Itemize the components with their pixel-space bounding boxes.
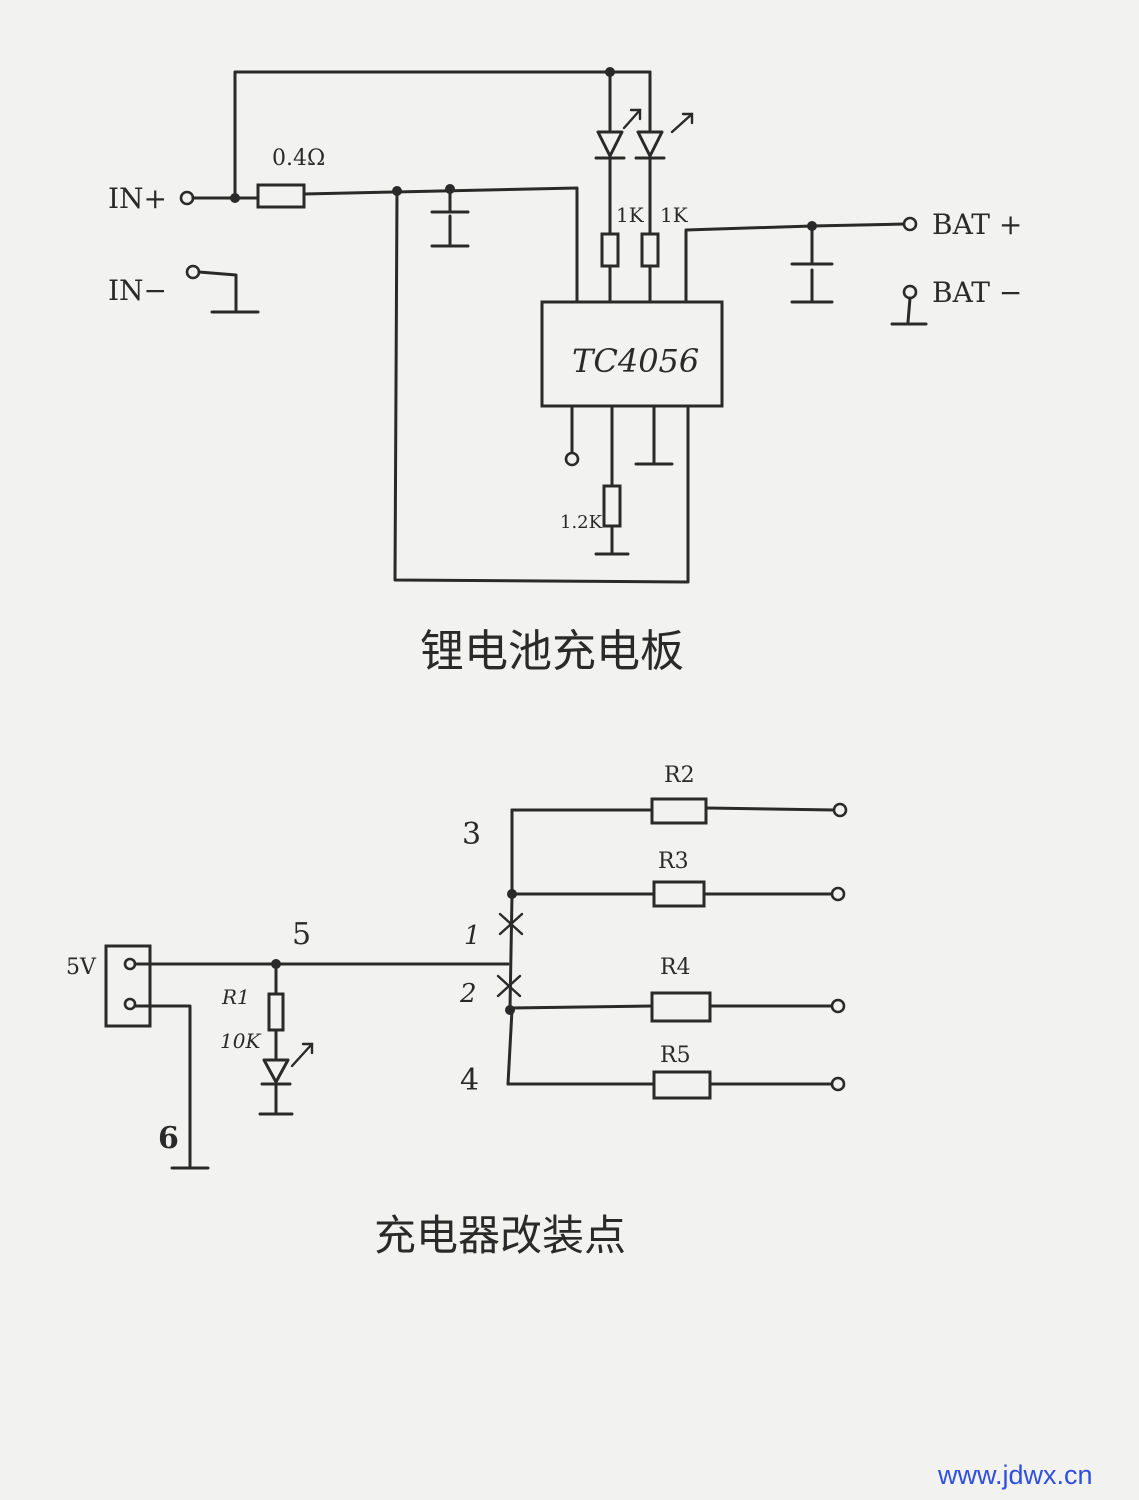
wire-switch-segment	[508, 894, 514, 1010]
resistor-prog	[602, 484, 622, 528]
wire-in-minus-ground	[197, 270, 238, 312]
terminal-bat-minus	[902, 284, 918, 300]
resistor-r2	[650, 797, 708, 825]
label-r-prog: 1.2K	[560, 512, 603, 533]
led1-arrow-head	[629, 108, 642, 121]
wire-top-rail	[233, 70, 652, 200]
title-charger-mod: 充电器改装点	[374, 1211, 626, 1260]
connector-5v	[104, 944, 152, 1028]
wire-bat-out	[684, 222, 907, 304]
terminal-r2	[832, 802, 848, 818]
wire-r2-out	[704, 806, 836, 812]
label-r-led2: 1K	[660, 203, 689, 227]
label-r4: R4	[660, 955, 691, 980]
label-bat-minus: BAT −	[932, 276, 1022, 309]
led1-arrow	[622, 108, 642, 130]
label-node6: 6	[158, 1121, 179, 1156]
label-node1: 1	[464, 921, 481, 951]
label-node5: 5	[292, 917, 311, 952]
led2-arrow	[670, 112, 694, 134]
label-node3: 3	[462, 817, 481, 852]
resistor-r5	[652, 1070, 712, 1100]
label-node4: 4	[460, 1063, 479, 1098]
label-chip: TC4056	[572, 342, 699, 380]
connector-pin-minus	[123, 997, 137, 1011]
wire-bat-minus	[906, 296, 912, 324]
label-in-minus: IN−	[108, 274, 167, 307]
led2-body	[636, 130, 664, 158]
label-5v: 5V	[66, 955, 97, 980]
junction-in-plus	[230, 193, 240, 203]
label-bat-plus: BAT +	[932, 208, 1022, 241]
resistor-led2	[640, 232, 660, 268]
led-indicator-arrow-head	[301, 1042, 314, 1055]
title-charger-board: 锂电池充电板	[420, 626, 684, 677]
resistor-r1	[267, 992, 285, 1032]
terminal-bat-plus	[902, 216, 918, 232]
label-r5: R5	[660, 1043, 691, 1068]
terminal-r3	[830, 886, 846, 902]
cut-mark-1b	[498, 912, 524, 936]
resistor-led1	[600, 232, 620, 268]
label-r2: R2	[664, 763, 695, 788]
resistor-r3	[652, 880, 706, 908]
led2-arrow-head	[681, 112, 694, 125]
terminal-in-plus	[179, 190, 195, 206]
led-indicator-arrow	[290, 1042, 314, 1068]
cut-mark-2b	[496, 974, 522, 998]
led-indicator-body	[262, 1058, 290, 1084]
label-node2: 2	[459, 979, 477, 1009]
charger-mod-schematic: 5V R1 10K R2 R3 R4 R5 1 2 3 4 5 6 充电器改装点	[66, 763, 848, 1260]
wire-r4-in	[508, 1004, 654, 1010]
wire-sense-to-chip	[302, 186, 579, 304]
watermark: www.jdwx.cn	[937, 1460, 1093, 1490]
label-in-plus: IN+	[108, 182, 167, 215]
label-r1: R1	[221, 985, 250, 1009]
wire-bus-bottom	[506, 1008, 514, 1086]
terminal-r5	[830, 1076, 846, 1092]
charger-board-schematic: IN+ IN− 0.4Ω 1K 1K 1.2K TC4056 BAT + BAT…	[108, 67, 1022, 677]
led1-body	[596, 130, 624, 158]
resistor-r4	[650, 991, 712, 1023]
label-r-led1: 1K	[616, 203, 645, 227]
chip-tc4056	[540, 300, 724, 408]
wire-ground-6	[133, 1004, 192, 1168]
label-r1-value: 10K	[220, 1029, 261, 1053]
terminal-in-minus	[185, 264, 201, 280]
wire-loop-left	[393, 189, 690, 584]
label-r3: R3	[658, 849, 689, 874]
resistor-sense	[256, 183, 306, 209]
terminal-r4	[830, 998, 846, 1014]
label-r-sense: 0.4Ω	[272, 146, 325, 171]
terminal-pin-nc	[564, 451, 580, 467]
